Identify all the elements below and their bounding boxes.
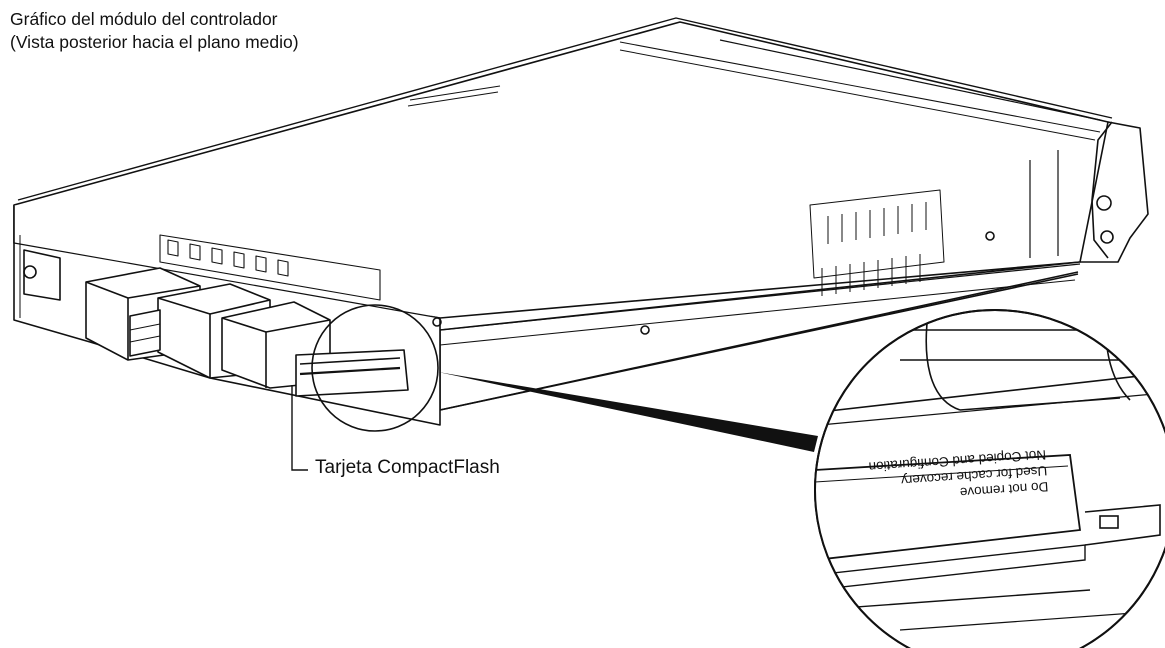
title-line-1: Gráfico del módulo del controlador xyxy=(10,9,278,29)
controller-module-chassis xyxy=(13,17,1149,426)
title-line-2: (Vista posterior hacia el plano medio) xyxy=(10,32,299,52)
callout-leader-line xyxy=(291,385,308,471)
detail-circle-small xyxy=(311,304,439,432)
card-label-line-1: Do not remove xyxy=(959,479,1048,500)
detail-circle-magnified: Do not remove Used for cache recovery No… xyxy=(814,309,1165,648)
diagram-title: Gráfico del módulo del controlador (Vist… xyxy=(10,8,299,54)
magnifier-leader xyxy=(438,372,818,452)
compactflash-callout-label: Tarjeta CompactFlash xyxy=(315,457,500,478)
